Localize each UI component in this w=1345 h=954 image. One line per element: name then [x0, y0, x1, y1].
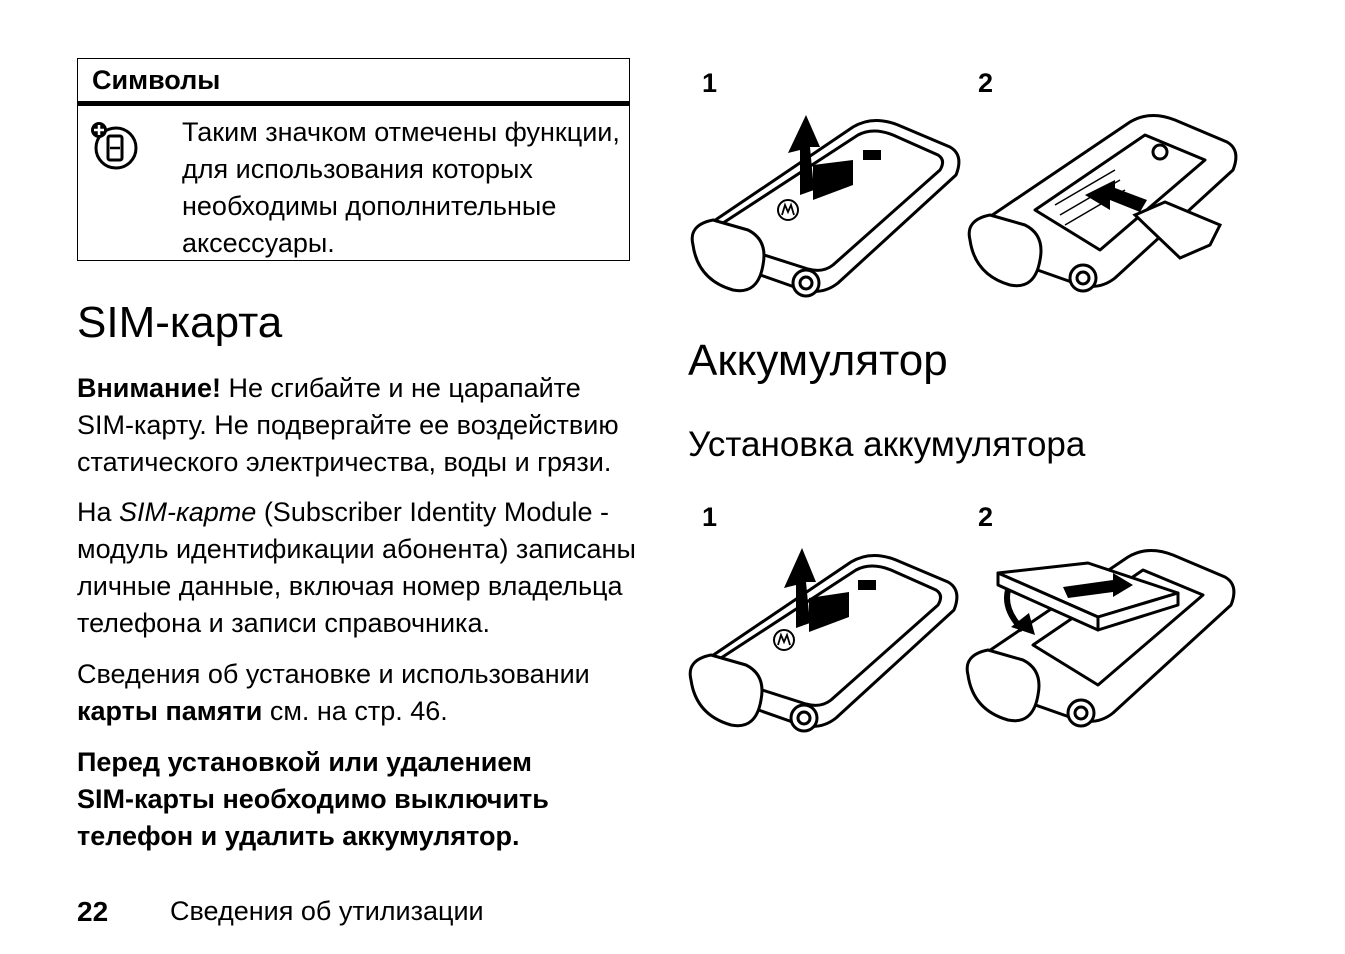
symbols-table: Символы Таким значком отмечены функции, …	[77, 58, 630, 261]
power-off-notice: Перед установкой или удалением SIM-карты…	[77, 747, 549, 851]
memory-ref-suffix: см. на стр. 46.	[262, 696, 448, 726]
arrow-down-icon	[1004, 589, 1035, 635]
sim-description-rest: (Subscriber Identity Module - модуль иде…	[77, 497, 636, 638]
slide-arrow-icon	[1063, 573, 1133, 598]
sim-description-prefix: На	[77, 497, 120, 527]
memory-card-term: карты памяти	[77, 696, 263, 726]
sim-step-2-number: 2	[978, 68, 994, 98]
battery-section-subtitle: Установка аккумулятора	[688, 425, 1086, 464]
battery-step-2-number: 2	[978, 502, 994, 532]
arrow-up-icon	[788, 115, 853, 200]
battery-section-title: Аккумулятор	[688, 336, 948, 385]
sim-card-icon	[863, 150, 881, 160]
optional-accessory-icon	[91, 122, 138, 170]
memory-card-reference: Сведения об установке и использовании ка…	[77, 656, 637, 730]
arrow-up-icon	[784, 548, 849, 632]
memory-ref-prefix: Сведения об установке и использовании	[77, 659, 590, 689]
motorola-logo-icon	[777, 199, 799, 221]
page-number: 22	[77, 896, 109, 927]
battery-step-2-illustration	[965, 549, 1236, 728]
sim-step-1-illustration	[690, 115, 961, 298]
sim-step-2-illustration	[967, 114, 1238, 293]
sim-section-title: SIM-карта	[77, 298, 283, 347]
symbols-description: Таким значком отмечены функции, для испо…	[182, 117, 620, 258]
sim-card	[1132, 200, 1223, 260]
sim-term: SIM-карте	[119, 497, 257, 527]
sim-warning: Внимание! Не сгибайте и не царапайте SIM…	[77, 370, 637, 481]
symbols-table-header: Символы	[78, 59, 629, 106]
battery-cover-icon	[858, 580, 876, 590]
insert-arrow-icon	[1085, 180, 1147, 212]
footer-section-name: Сведения об утилизации	[170, 896, 484, 926]
warning-label: Внимание!	[77, 373, 221, 403]
battery-step-1-illustration	[688, 548, 959, 733]
battery-step-1-number: 1	[702, 502, 718, 532]
motorola-logo-icon	[773, 629, 795, 651]
sim-description: На SIM-карте (Subscriber Identity Module…	[77, 494, 637, 642]
sim-step-1-number: 1	[702, 68, 718, 98]
warning-text: Не сгибайте и не царапайте SIM-карту. Не…	[77, 373, 619, 477]
